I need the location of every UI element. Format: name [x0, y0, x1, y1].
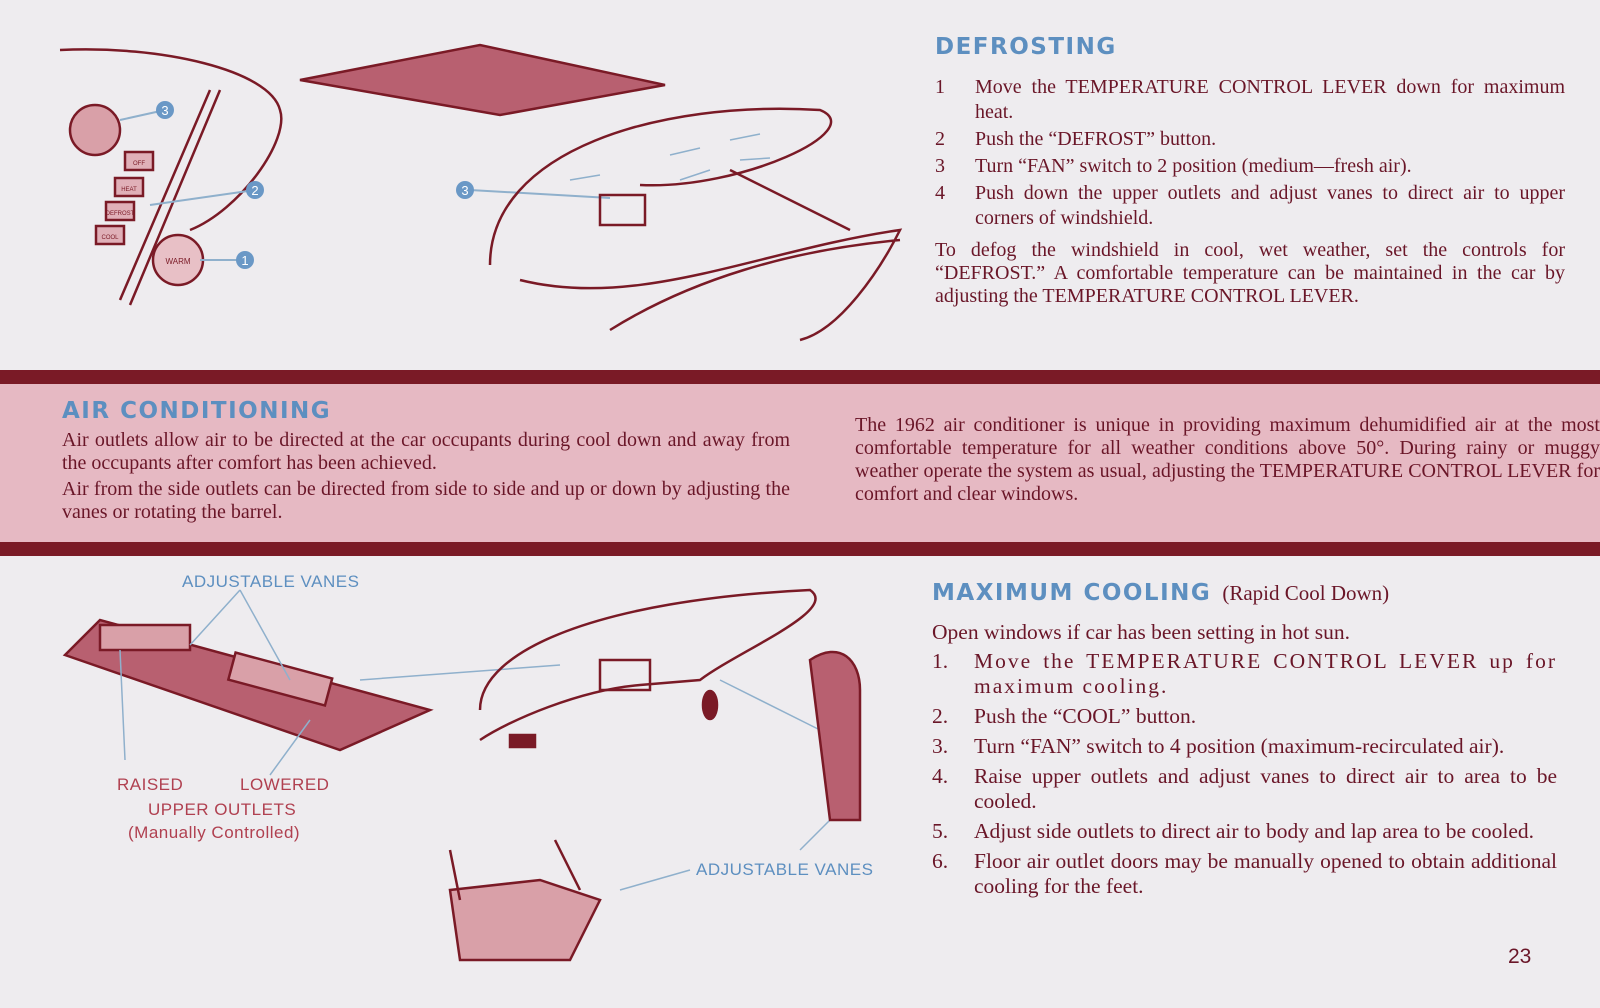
step-text: Floor air outlet doors may be manually o… [974, 849, 1557, 898]
step-number: 2. [932, 704, 949, 728]
step-number: 4. [932, 764, 949, 788]
ac-paragraph: Air outlets allow air to be directed at … [62, 429, 790, 474]
step-number: 3 [935, 155, 945, 177]
cooling-step: 5. Adjust side outlets to direct air to b… [932, 819, 1557, 844]
cooling-step: 6. Floor air outlet doors may be manually… [932, 849, 1557, 899]
label-adjustable-vanes-side: ADJUSTABLE VANES [696, 860, 874, 879]
control-button-label: COOL [101, 235, 119, 241]
defrost-note: To defog the windshield in cool, wet wea… [935, 239, 1565, 307]
step-text: Turn “FAN” switch to 2 position (medium—… [975, 155, 1412, 177]
callout-number: 3 [161, 103, 168, 118]
maximum-cooling-subheading: (Rapid Cool Down) [1222, 581, 1390, 605]
step-text: Push the “COOL” button. [974, 704, 1197, 728]
step-number: 2 [935, 128, 945, 150]
step-number: 3. [932, 734, 949, 758]
step-text: Move the TEMPERATURE CONTROL LEVER up fo… [974, 649, 1557, 698]
cooling-step: 2. Push the “COOL” button. [932, 704, 1557, 729]
defrosting-steps: 1 Move the TEMPERATURE CONTROL LEVER down… [935, 75, 1565, 308]
label-lowered: LOWERED [240, 775, 330, 794]
defrost-step: 2 Push the “DEFROST” button. [935, 127, 1565, 152]
ac-right-text: The 1962 air conditioner is unique in pr… [855, 414, 1600, 505]
defrosting-heading: DEFROSTING [935, 34, 1117, 60]
callout-number: 1 [241, 253, 248, 268]
maximum-cooling-title: MAXIMUM COOLING (Rapid Cool Down) [932, 580, 1389, 606]
maximum-cooling-heading: MAXIMUM COOLING [932, 580, 1212, 606]
step-number: 1 [935, 76, 945, 98]
control-button-label: OFF [133, 161, 145, 167]
cooling-intro: Open windows if car has been setting in … [932, 620, 1350, 644]
divider [0, 542, 1600, 556]
control-button-label: DEFROST [106, 211, 135, 217]
label-raised: RAISED [117, 775, 184, 794]
defrost-step: 1 Move the TEMPERATURE CONTROL LEVER down… [935, 75, 1565, 125]
maximum-cooling-steps: Open windows if car has been setting in … [932, 620, 1557, 904]
cooling-step: 1. Move the TEMPERATURE CONTROL LEVER up … [932, 649, 1557, 699]
cooling-step: 3. Turn “FAN” switch to 4 position (maxim… [932, 734, 1557, 759]
defrost-step: 3 Turn “FAN” switch to 2 position (medium… [935, 154, 1565, 179]
label-upper-outlets: UPPER OUTLETS [148, 800, 297, 819]
step-text: Push down the upper outlets and adjust v… [975, 182, 1565, 229]
ac-left-text: Air outlets allow air to be directed at … [62, 429, 790, 524]
control-button-label: HEAT [121, 187, 137, 193]
step-text: Raise upper outlets and adjust vanes to … [974, 764, 1557, 813]
ac-paragraph: Air from the side outlets can be directe… [62, 478, 790, 523]
step-text: Turn “FAN” switch to 4 position (maximum… [974, 734, 1505, 758]
step-number: 4 [935, 182, 945, 204]
knob-label: WARM [165, 257, 190, 266]
air-conditioning-heading: AIR CONDITIONING [62, 398, 332, 424]
step-number: 1. [932, 649, 949, 673]
callout-number: 2 [251, 183, 258, 198]
callout-number: 3 [461, 183, 468, 198]
label-adjustable-vanes: ADJUSTABLE VANES [182, 572, 360, 591]
cooling-illustration [62, 588, 862, 962]
divider [0, 370, 1600, 384]
label-manually-controlled: (Manually Controlled) [128, 823, 301, 842]
step-text: Move the TEMPERATURE CONTROL LEVER down … [975, 76, 1565, 123]
step-text: Push the “DEFROST” button. [975, 128, 1217, 150]
step-text: Adjust side outlets to direct air to bod… [974, 819, 1535, 843]
cooling-step: 4. Raise upper outlets and adjust vanes t… [932, 764, 1557, 814]
step-number: 5. [932, 819, 949, 843]
page-number: 23 [1508, 945, 1532, 968]
step-number: 6. [932, 849, 949, 873]
defrost-step: 4 Push down the upper outlets and adjust … [935, 181, 1565, 231]
air-conditioning-band [0, 384, 1600, 542]
